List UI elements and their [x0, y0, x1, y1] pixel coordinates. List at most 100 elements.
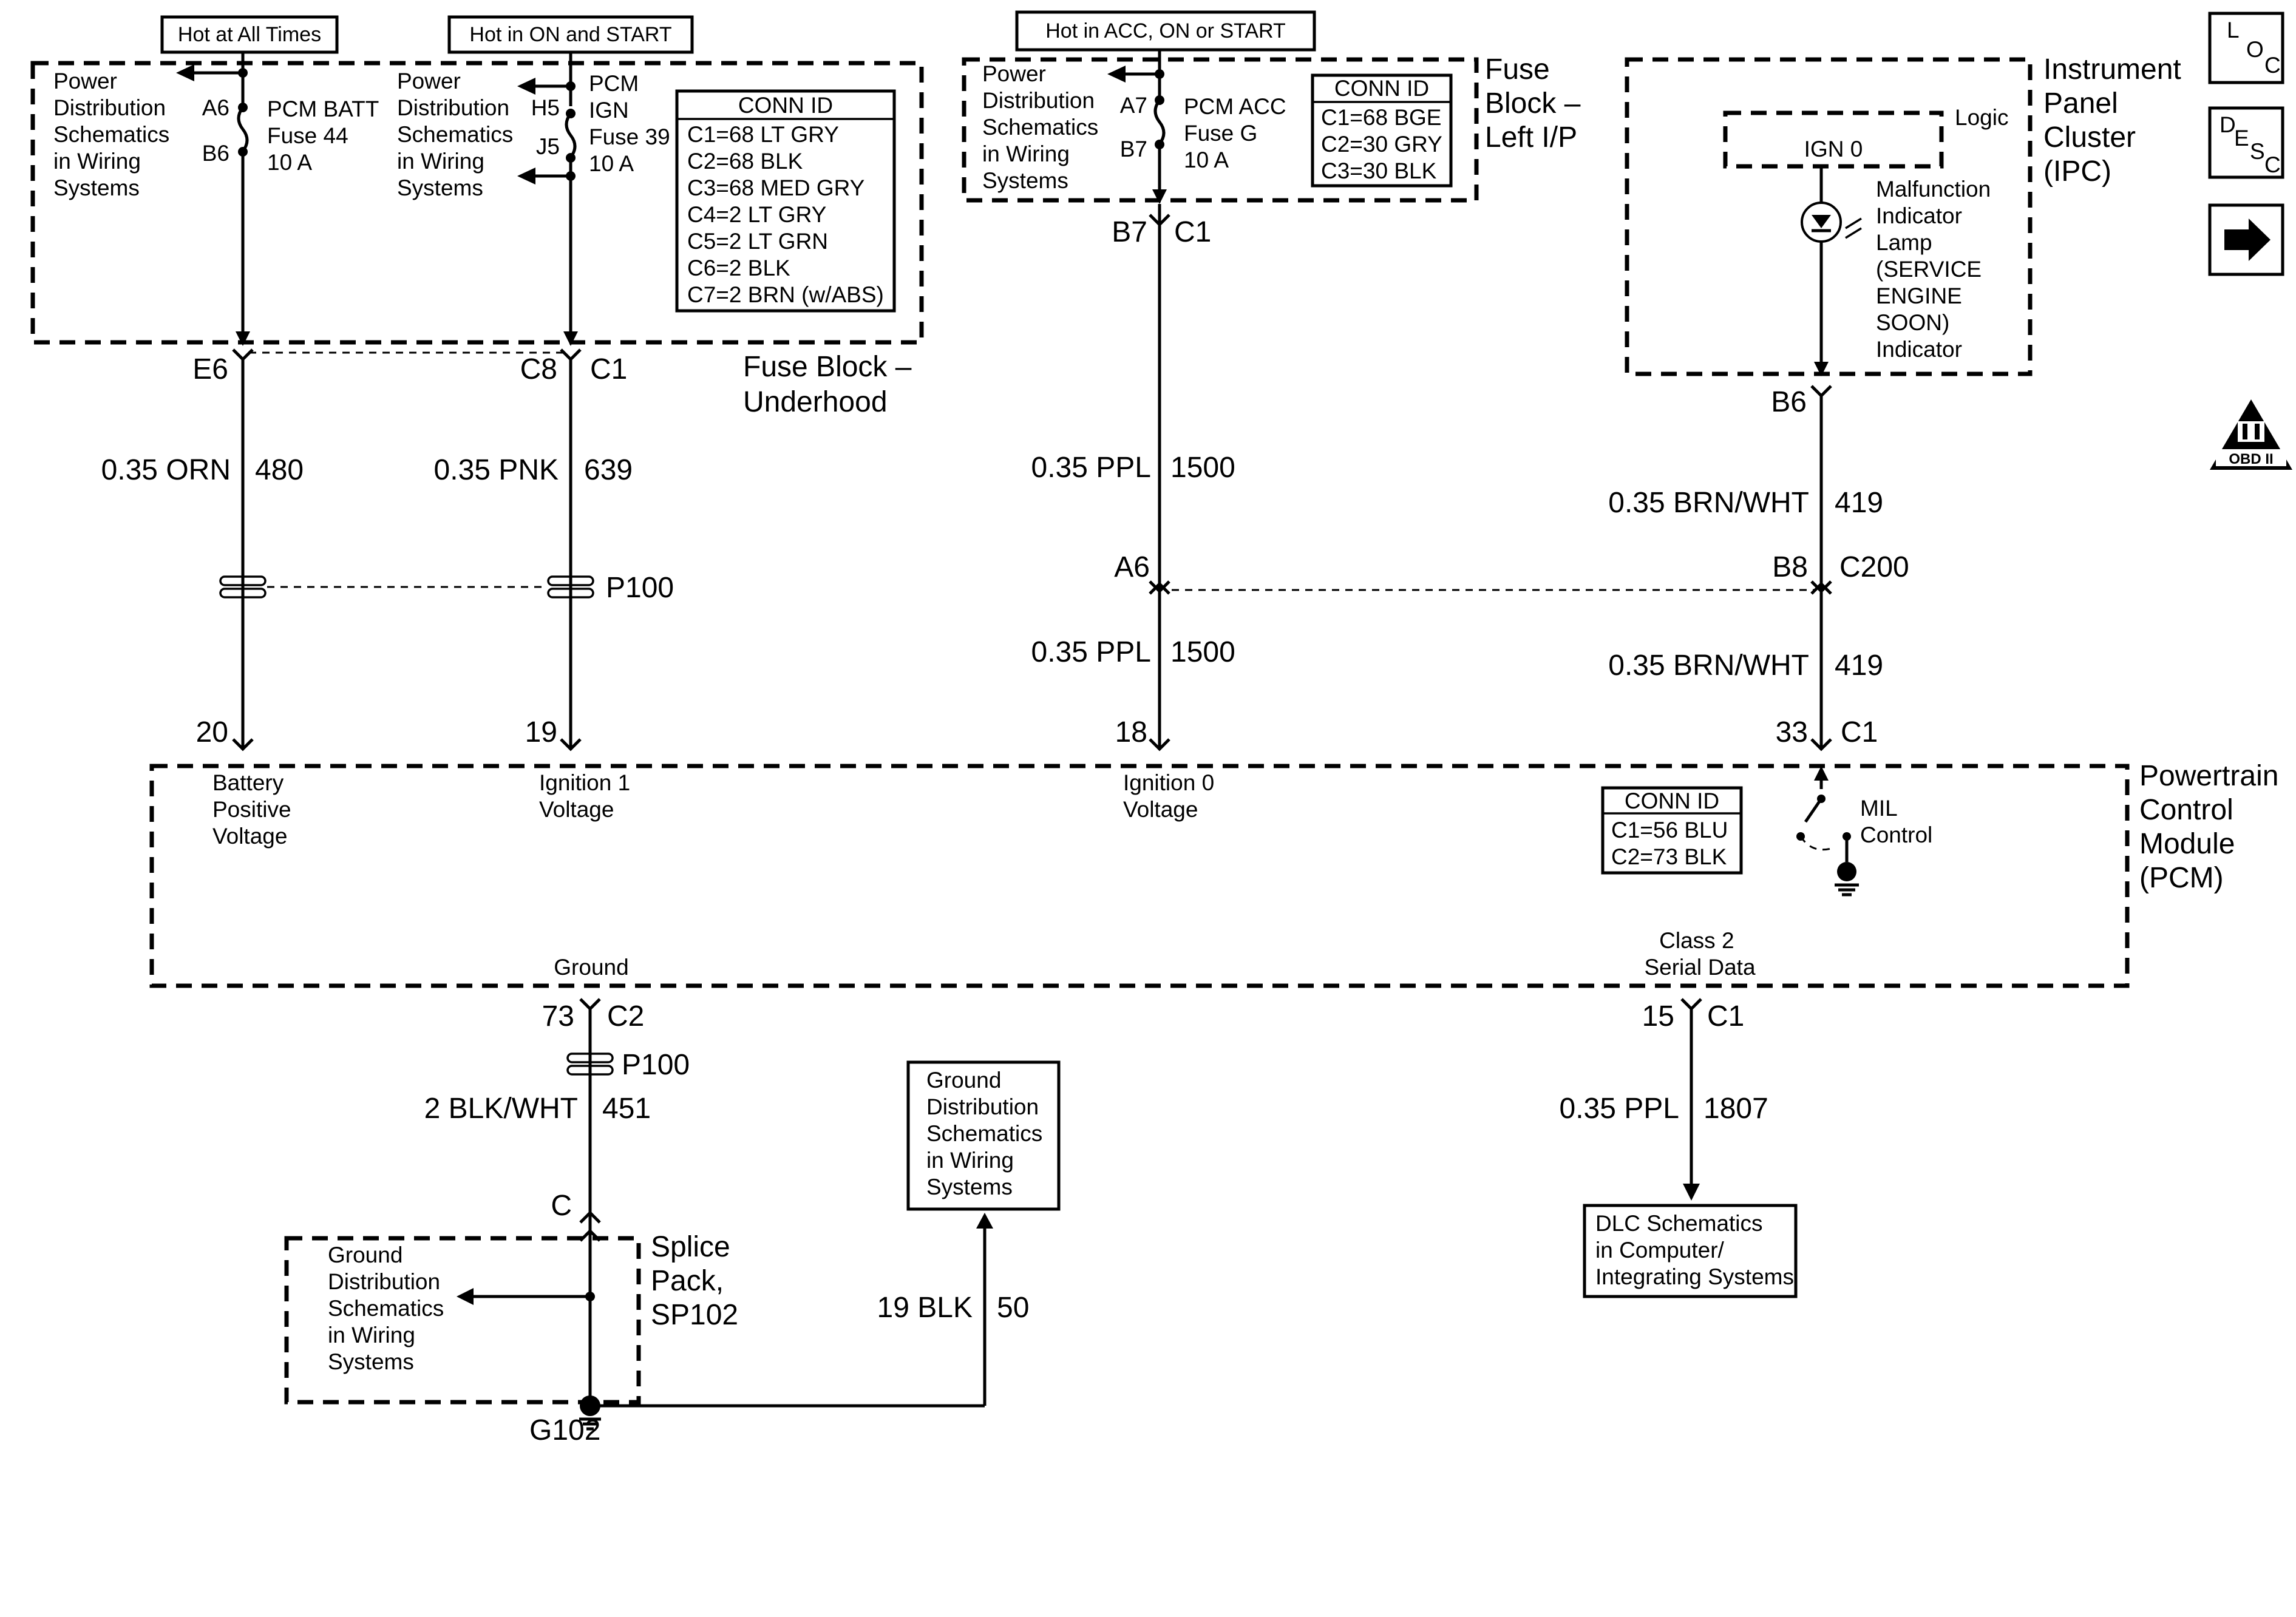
inline-b8: B8 [1772, 551, 1808, 583]
g102-ground: G102 [529, 1395, 985, 1446]
dlc-schematics-box: DLC Schematics in Computer/ Integrating … [1583, 1204, 1798, 1298]
pin-e6: E6 [192, 353, 228, 385]
connector-icon [1810, 738, 1832, 751]
wire-419b-gauge: 0.35 BRN/WHT [1608, 649, 1809, 682]
pcm-batt-label: Battery Positive Voltage [212, 770, 297, 849]
connector-icon [560, 348, 582, 362]
ground-icon [1837, 862, 1856, 881]
pin-c8: C8 [520, 353, 557, 385]
wire-1500b-gauge: 0.35 PPL [1031, 636, 1151, 668]
pcm-ground-label: Ground [554, 955, 628, 980]
wire-419a-circuit: 419 [1835, 487, 1883, 519]
malfunction-indicator-lamp-icon [1801, 202, 1862, 243]
svg-text:L: L [2227, 18, 2240, 42]
source-hot-acc-on-start: Hot in ACC, ON or START [1015, 10, 1316, 52]
inline-a6: A6 [1114, 551, 1150, 583]
fuse-block-underhood: Power Distribution Schematics in Wiring … [30, 61, 924, 346]
g102-label: G102 [529, 1414, 600, 1446]
instrument-panel-cluster: Logic IGN 0 Malfunction Indicator Lamp (… [1625, 57, 2033, 376]
wire-451-gauge: 2 BLK/WHT [424, 1093, 578, 1125]
svg-text:Ground Distribution: Ground Distribution Schematics in Wiring… [926, 1068, 1049, 1199]
wire-419b-circuit: 419 [1835, 649, 1883, 682]
power-dist-left-label: Power Distribution Schematics in Wiring … [53, 69, 176, 200]
svg-text:C: C [2264, 53, 2281, 78]
ground-distribution-box: Ground Distribution Schematics in Wiring… [906, 1060, 1061, 1406]
arrow-left-icon [176, 64, 194, 81]
wire-1807-circuit: 1807 [1703, 1093, 1768, 1125]
arrow-down-icon [1683, 1184, 1700, 1201]
fuse-acc-pin-bot: B7 [1120, 137, 1147, 161]
loc-icon[interactable]: L O C [2208, 12, 2284, 84]
mil-control-switch-icon [1796, 766, 1859, 897]
svg-text:C1=56 BLU C2=73 BLK: C1=56 BLU C2=73 BLK [1611, 818, 1734, 869]
splice-pack-title: Splice Pack, SP102 [651, 1231, 738, 1331]
wire-639-gauge: 0.35 PNK [434, 454, 559, 486]
pcm-pin-33: 33 [1776, 716, 1808, 748]
pcm-conn-c2: C2 [607, 1000, 644, 1032]
wire-419a-gauge: 0.35 BRN/WHT [1608, 487, 1809, 519]
underhood-conn-id-table: CONN ID C1=68 LT GRY C2=68 BLK C3=68 MED… [675, 89, 896, 313]
wire-451-circuit: 451 [602, 1093, 651, 1125]
p100-top-label: P100 [606, 572, 674, 604]
wire-1500a-gauge: 0.35 PPL [1031, 452, 1151, 484]
pcm-pin-20: 20 [196, 716, 228, 748]
power-dist-ip-label: Power Distribution Schematics in Wiring … [982, 61, 1105, 193]
pcm-ign1-label: Ignition 1 Voltage [539, 770, 636, 822]
underhood-conn-c1: C1 [590, 353, 627, 385]
pcm-title: Powertrain Control Module (PCM) [2139, 760, 2287, 894]
fuse-ign-pin-top: H5 [531, 95, 560, 120]
pcm-pin-15: 15 [1642, 1000, 1674, 1032]
svg-text:D: D [2220, 112, 2236, 137]
ipc-lamp-label: Malfunction Indicator Lamp (SERVICE ENGI… [1876, 177, 1997, 362]
connector-icon [232, 738, 254, 751]
arrow-left-icon [517, 168, 535, 185]
arrow-down-icon [563, 331, 578, 346]
wire-50-gauge: 19 BLK [877, 1292, 973, 1324]
desc-icon[interactable]: D E S C [2208, 106, 2284, 179]
inline-c200: C200 [1839, 551, 1909, 583]
svg-text:E: E [2234, 126, 2249, 151]
fuse-batt-pin-top: A6 [202, 95, 229, 120]
arrow-up-icon [976, 1213, 993, 1229]
wire-639-circuit: 639 [584, 454, 633, 486]
p100-inline-bottom: P100 [566, 1049, 690, 1081]
pcm-mil-label: MIL Control [1860, 796, 1932, 847]
arrow-right-icon[interactable] [2208, 203, 2284, 276]
ipc-logic-label: Logic [1955, 105, 2008, 130]
svg-text:C1=68 LT GRY C2=68 BLK: C1=68 LT GRY C2=68 BLK C3=68 MED GRY C4=… [687, 122, 884, 307]
powertrain-control-module: Battery Positive Voltage Ignition 1 Volt… [149, 764, 2130, 988]
svg-text:CONN ID: CONN ID [1334, 76, 1429, 101]
svg-text:C: C [2264, 152, 2281, 177]
wire-480-circuit: 480 [255, 454, 304, 486]
wire-480-gauge: 0.35 ORN [101, 454, 231, 486]
connector-icon [1680, 998, 1702, 1011]
connector-icon [1810, 581, 1832, 595]
arrow-left-icon [1107, 66, 1126, 83]
fuse-icon [237, 106, 249, 152]
svg-text:C1=68 BGE C2=30 GRY: C1=68 BGE C2=30 GRY C3=30 BLK [1321, 105, 1448, 183]
wire-1500b-circuit: 1500 [1170, 636, 1235, 668]
fuse-ign-label: PCM IGN Fuse 39 10 A [589, 71, 676, 176]
arrow-down-icon [1814, 362, 1829, 376]
arrow-left-icon [457, 1288, 474, 1305]
svg-text:OBD II: OBD II [2229, 451, 2273, 467]
svg-text:S: S [2250, 139, 2265, 164]
connector-icon [232, 348, 254, 362]
fuse-batt-pin-bot: B6 [202, 141, 229, 166]
fuse-icon [1153, 99, 1166, 145]
ipc-pin-b6: B6 [1771, 386, 1807, 418]
wire-1500a-circuit: 1500 [1170, 452, 1235, 484]
power-dist-right-label: Power Distribution Schematics in Wiring … [397, 69, 520, 200]
connector-icon [1149, 580, 1170, 594]
pcm-pin-18: 18 [1115, 716, 1147, 748]
pcm-ign0-label: Ignition 0 Voltage [1123, 770, 1220, 822]
ipc-ign0-label: IGN 0 [1804, 137, 1863, 161]
source-hot-on-start: Hot in ON and START [447, 15, 694, 54]
connector-icon [1810, 385, 1832, 398]
connector-icon [1149, 581, 1170, 595]
fuse-block-left-ip: Power Distribution Schematics in Wiring … [962, 57, 1479, 204]
wire-1807-gauge: 0.35 PPL [1560, 1093, 1679, 1125]
ground-dist-left-label: Ground Distribution Schematics in Wiring… [328, 1242, 450, 1374]
pcm-pin-73: 73 [542, 1000, 574, 1032]
